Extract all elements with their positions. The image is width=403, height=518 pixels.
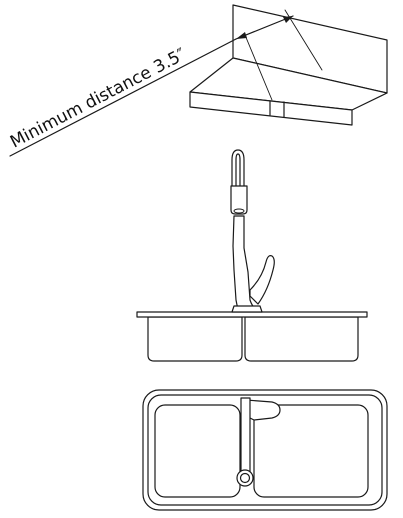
dimension-arrow-right [283,16,293,23]
countertop-notch [269,100,285,118]
faucet-top-spout [240,397,251,473]
sink-bowl-left [154,404,241,498]
faucet-side-view-figure [136,149,368,362]
sink-basin-left [147,316,243,362]
faucet-lever-handle [249,255,275,305]
drain-inner [239,472,251,484]
faucet-spout-arc-inner [235,153,241,187]
faucet-base [231,305,263,313]
dimension-leader-line [9,38,237,157]
faucet-spout-arc [231,149,245,208]
faucet-top-handle [245,399,281,421]
dimension-arrow-left [236,32,247,39]
faucet-spray-head [230,185,248,215]
guide-line-left [244,34,273,101]
min-distance-label: Minimum distance 3.5″ [7,45,189,153]
countertop-backsplash-figure: Minimum distance 3.5″ [7,4,388,157]
sink-top-view-figure [142,389,388,511]
guide-line-right [284,9,323,71]
sink-bowl-right [253,404,369,498]
sink-rim [136,311,368,318]
countertop-front-edge [189,91,353,126]
sink-basin-right [244,316,359,362]
spray-head-nozzle [233,208,245,214]
